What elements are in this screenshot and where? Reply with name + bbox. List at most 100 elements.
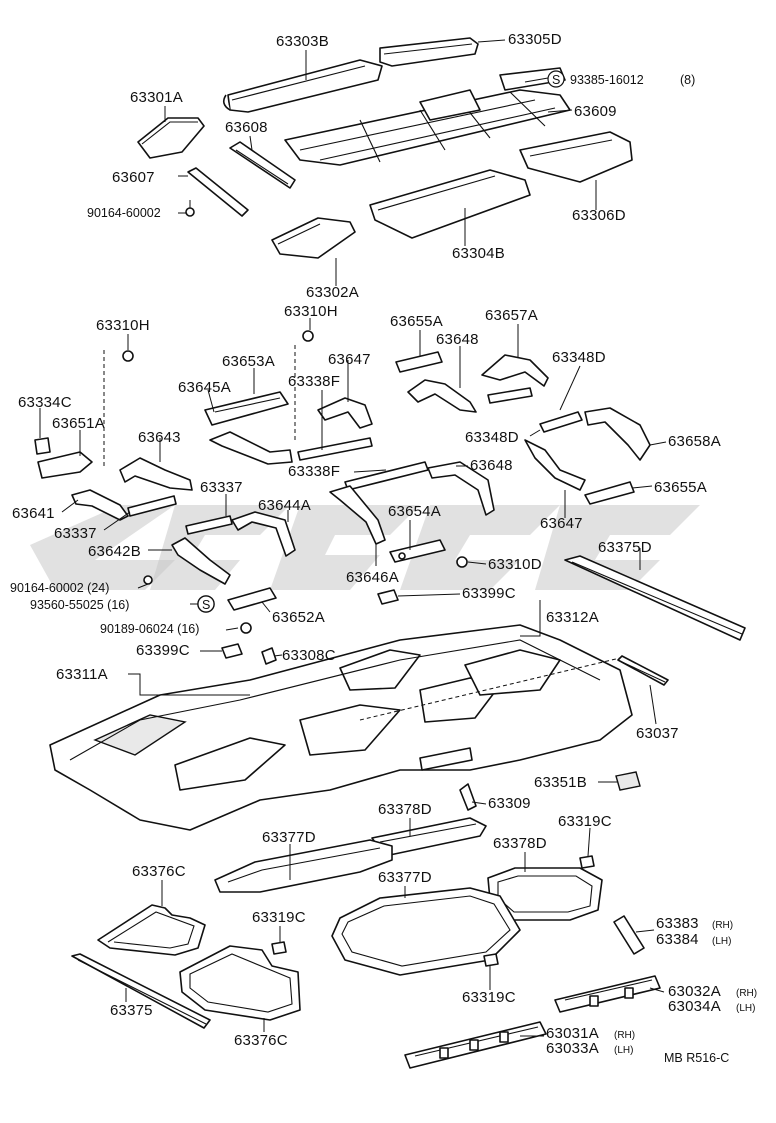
- leader-lines: [39, 39, 667, 1037]
- label-63377D-b: 63377D: [378, 869, 432, 886]
- clip-63319C-middle: [271, 941, 287, 955]
- bar-63337-lower: [185, 515, 233, 535]
- label-63034A-side: (LH): [736, 1003, 755, 1014]
- label-63031A: 63031A: [546, 1025, 599, 1042]
- part-labels: 63303B 63305D 93385-16012 (8) 63301A 636…: [10, 31, 757, 1065]
- label-63312A: 63312A: [546, 609, 599, 626]
- bracket-63652A: [227, 587, 277, 611]
- label-63648-a: 63648: [436, 331, 479, 348]
- label-63301A: 63301A: [130, 89, 183, 106]
- rail-63647-lower: [524, 439, 586, 491]
- bracket-63651A: [37, 451, 93, 479]
- label-63654A: 63654A: [388, 503, 441, 520]
- label-63338F-b: 63338F: [288, 463, 340, 480]
- clip-63310H-left: [103, 350, 134, 468]
- label-63302A: 63302A: [306, 284, 359, 301]
- symbol-s-text: S: [552, 73, 560, 87]
- roof-panel-63302A: [271, 217, 356, 259]
- clip-63319C-upper: [579, 855, 595, 869]
- label-90164-a: 90164-60002: [87, 206, 161, 220]
- label-63319C-a: 63319C: [558, 813, 612, 830]
- label-63378D-b: 63378D: [493, 835, 547, 852]
- label-63376C-a: 63376C: [132, 863, 186, 880]
- clip-63399C-lower: [221, 643, 243, 659]
- label-63031A-side: (RH): [614, 1030, 635, 1041]
- label-63377D-a: 63377D: [262, 829, 316, 846]
- rail-63645A: [209, 431, 293, 465]
- rail-63647-upper: [317, 397, 373, 429]
- bar-63338F-lower: [344, 461, 429, 491]
- strip-63375: [71, 953, 211, 1029]
- bar-63338F-upper: [297, 437, 373, 461]
- label-63348D-a: 63348D: [552, 349, 606, 366]
- roof-panel-63301A: [137, 117, 205, 159]
- label-63642B: 63642B: [88, 543, 141, 560]
- diagram-reference: MB R516-C: [664, 1051, 729, 1065]
- label-90164-b: 90164-60002 (24): [10, 581, 109, 595]
- clip-63310H-right: [294, 330, 314, 440]
- label-63646A: 63646A: [346, 569, 399, 586]
- label-63383-side: (RH): [712, 920, 733, 931]
- clip-63655A-lower: [584, 481, 635, 505]
- frame-63377D-upper: [214, 839, 393, 893]
- bar-63337-upper: [127, 495, 177, 517]
- pad-63351B: [615, 771, 641, 791]
- roof-panel-63303B: [222, 59, 383, 113]
- label-63311A: 63311A: [56, 666, 108, 683]
- label-63608: 63608: [225, 119, 268, 136]
- roof-frame-63609: [284, 67, 571, 166]
- label-93385-qty: (8): [680, 73, 695, 87]
- label-63309: 63309: [488, 795, 531, 812]
- label-63376C-b: 63376C: [234, 1032, 288, 1049]
- label-63399C-b: 63399C: [136, 642, 190, 659]
- label-63310H-b: 63310H: [284, 303, 338, 320]
- label-63037: 63037: [636, 725, 679, 742]
- label-93385: 93385-16012: [570, 73, 644, 87]
- label-63657A: 63657A: [485, 307, 538, 324]
- headliner-63311A: [49, 624, 633, 831]
- label-63303B: 63303B: [276, 33, 329, 50]
- bracket-63607: [185, 167, 249, 217]
- roof-panel-63305D: [379, 37, 479, 67]
- roof-panel-63306D: [519, 131, 633, 183]
- label-63310H-a: 63310H: [96, 317, 150, 334]
- label-63032A: 63032A: [668, 983, 721, 1000]
- bracket-63653A: [204, 391, 289, 426]
- clip-63310D: [456, 556, 468, 568]
- label-93560: 93560-55025 (16): [30, 598, 129, 612]
- label-63399C-a: 63399C: [462, 585, 516, 602]
- clip-63399C-upper: [377, 589, 399, 605]
- frame-63376C-upper: [97, 904, 206, 956]
- label-63348D-b: 63348D: [465, 429, 519, 446]
- label-63609: 63609: [574, 103, 617, 120]
- label-63655A-a: 63655A: [390, 313, 443, 330]
- rail-63643: [119, 457, 193, 491]
- clip-63319C-lower: [483, 953, 499, 967]
- label-63652A: 63652A: [272, 609, 325, 626]
- clip-63655A-upper: [395, 351, 443, 373]
- strip-63037: [617, 655, 669, 686]
- label-63310D: 63310D: [488, 556, 542, 573]
- rail-63642B: [171, 537, 231, 585]
- label-63337-a: 63337: [200, 479, 243, 496]
- label-63647-a: 63647: [328, 351, 371, 368]
- label-63375D: 63375D: [598, 539, 652, 556]
- label-63648-b: 63648: [470, 457, 513, 474]
- label-63658A: 63658A: [668, 433, 721, 450]
- label-63319C-b: 63319C: [252, 909, 306, 926]
- bar-63348D-upper: [487, 387, 533, 404]
- label-63034A: 63034A: [668, 998, 721, 1015]
- rail-63648-lower: [427, 461, 495, 516]
- label-63338F-a: 63338F: [288, 373, 340, 390]
- rail-63646A: [329, 485, 386, 545]
- watermark: [30, 505, 700, 590]
- bracket-63608: [229, 141, 296, 189]
- label-63651A: 63651A: [52, 415, 105, 432]
- label-63643: 63643: [138, 429, 181, 446]
- clip-63308C: [261, 647, 277, 665]
- label-63645A: 63645A: [178, 379, 231, 396]
- label-63644A: 63644A: [258, 497, 311, 514]
- label-63607: 63607: [112, 169, 155, 186]
- rail-63032A-63034A: [554, 975, 661, 1013]
